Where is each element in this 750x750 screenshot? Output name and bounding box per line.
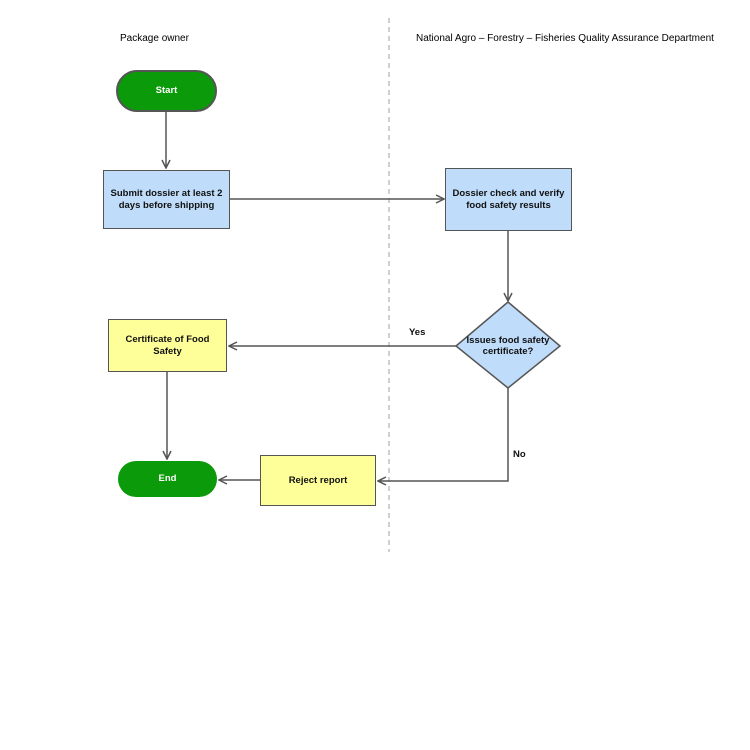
reject-report-node: Reject report [260,455,376,506]
edge-label-no: No [513,449,526,460]
edge-label-yes: Yes [409,327,426,338]
start-node: Start [116,70,217,112]
lane-title-package-owner: Package owner [120,33,189,44]
lane-title-quality-assurance: National Agro – Forestry – Fisheries Qua… [416,33,714,44]
submit-dossier-node: Submit dossier at least 2 days before sh… [103,170,230,229]
certificate-node: Certificate of Food Safety [108,319,227,372]
dossier-check-node: Dossier check and verify food safety res… [445,168,572,231]
edge-decision-to-reject [378,388,509,481]
decision-diamond [454,301,562,389]
decision-node-label: Issues food safety certificate? [466,334,550,357]
end-node: End [118,461,217,497]
